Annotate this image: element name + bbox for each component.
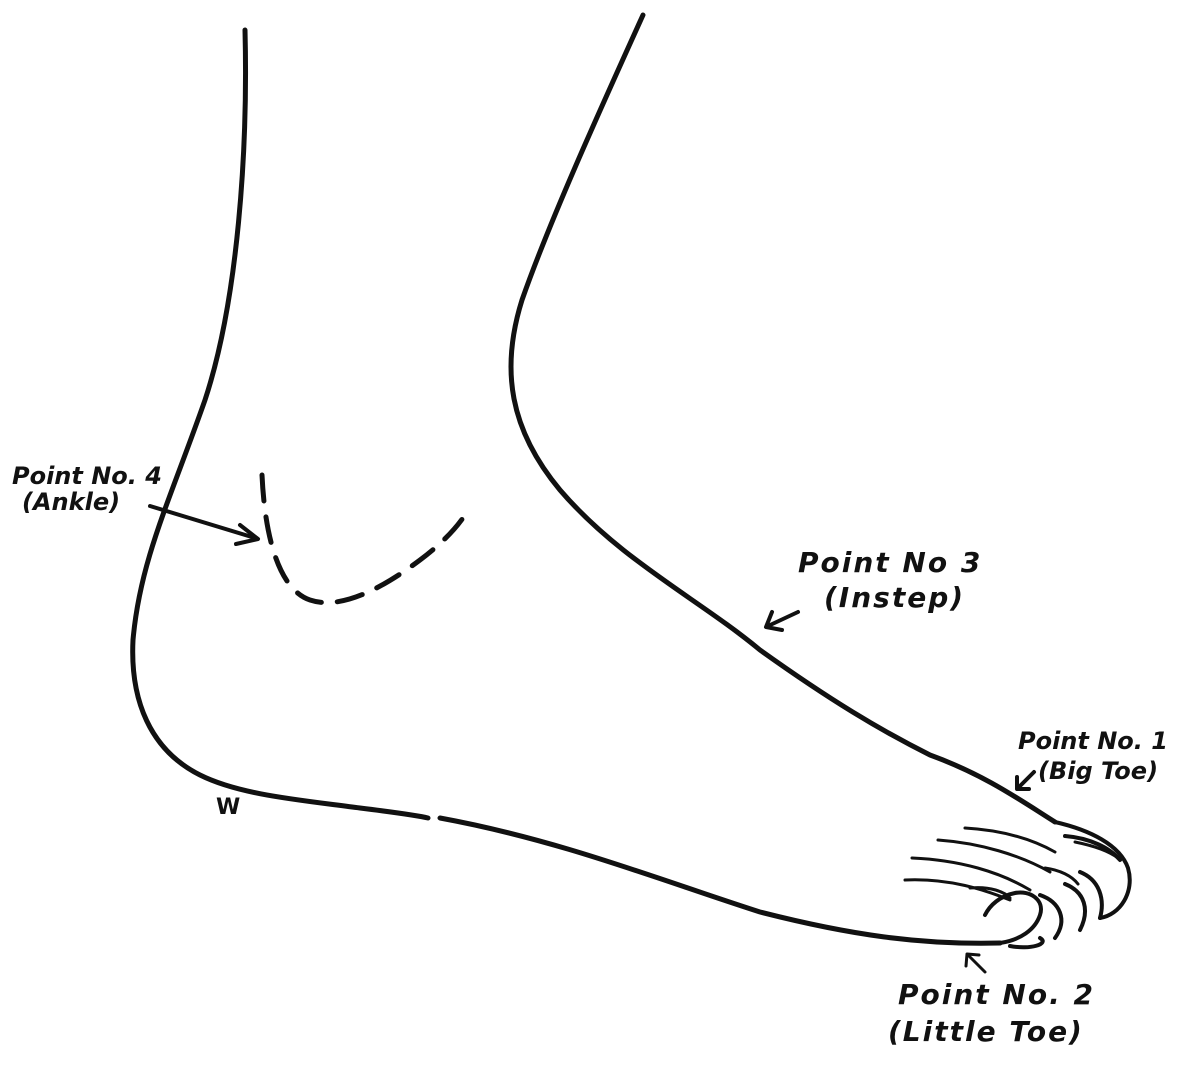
label-point-1-title: Point No. 1 bbox=[1018, 728, 1168, 754]
label-point-2: Point No. 2 (Little Toe) bbox=[888, 980, 1095, 1048]
toe-4-outline bbox=[1040, 895, 1061, 938]
ankle-dashed-contour bbox=[262, 475, 465, 603]
label-point-2-title: Point No. 2 bbox=[888, 980, 1095, 1011]
label-point-3-sub: (Instep) bbox=[798, 583, 982, 614]
heel-mark: W bbox=[216, 796, 240, 820]
arrow-point-2 bbox=[966, 954, 985, 972]
label-point-1-sub: (Big Toe) bbox=[1018, 758, 1168, 784]
toe-3-outline bbox=[1065, 884, 1085, 930]
heel-and-back-of-leg-outline bbox=[133, 30, 428, 818]
little-toe-outline bbox=[985, 892, 1043, 947]
label-point-3: Point No 3 (Instep) bbox=[798, 548, 982, 614]
label-point-4-sub: (Ankle) bbox=[12, 489, 162, 515]
label-point-4: Point No. 4 (Ankle) bbox=[12, 463, 162, 516]
label-point-1: Point No. 1 (Big Toe) bbox=[1018, 728, 1168, 785]
arrow-point-4 bbox=[150, 506, 258, 544]
label-point-2-sub: (Little Toe) bbox=[888, 1017, 1095, 1048]
label-point-4-title: Point No. 4 bbox=[12, 463, 162, 489]
label-point-3-title: Point No 3 bbox=[798, 548, 982, 579]
arrow-point-3 bbox=[766, 612, 798, 630]
front-leg-and-instep-outline bbox=[511, 15, 1055, 822]
